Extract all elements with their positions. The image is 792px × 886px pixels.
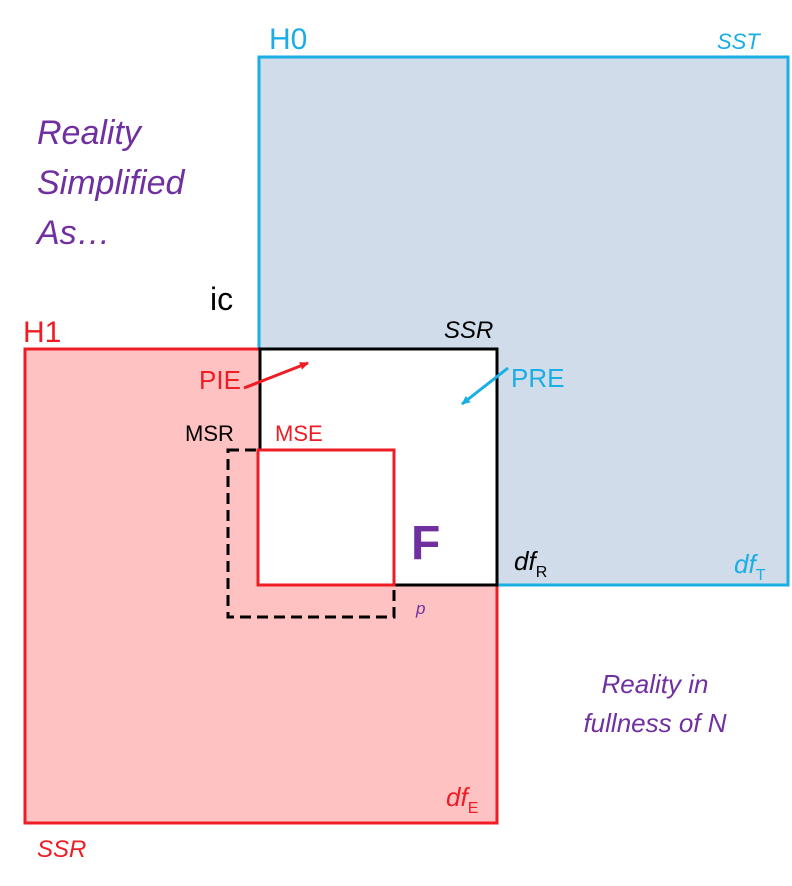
ssr-inner-label: SSR bbox=[444, 317, 493, 344]
p-label: p bbox=[415, 599, 425, 618]
pre-label: PRE bbox=[511, 363, 564, 393]
df-e-sub: E bbox=[468, 800, 479, 817]
h0-label: H0 bbox=[269, 23, 307, 56]
reality-simplified-line-3: As… bbox=[35, 214, 111, 252]
reality-fullness-line-1: Reality in bbox=[602, 669, 709, 699]
reality-simplified-line-1: Reality bbox=[37, 114, 143, 152]
ic-label: ic bbox=[210, 281, 233, 317]
df-r-label: dfR bbox=[514, 546, 547, 581]
msr-dashed-box bbox=[226, 448, 396, 619]
df-e-main: df bbox=[446, 782, 470, 812]
sst-label: SST bbox=[717, 29, 761, 54]
pie-label: PIE bbox=[199, 365, 241, 395]
df-t-main: df bbox=[734, 549, 758, 579]
df-e-label: dfE bbox=[446, 782, 478, 817]
df-r-sub: R bbox=[536, 564, 548, 581]
pre-arrow bbox=[461, 366, 509, 406]
msr-label: MSR bbox=[185, 421, 234, 446]
ssr-bottom-label: SSR bbox=[37, 836, 86, 863]
pie-arrow bbox=[243, 361, 309, 390]
df-t-label: dfT bbox=[734, 549, 766, 584]
reality-simplified-line-2: Simplified bbox=[37, 164, 185, 202]
df-r-main: df bbox=[514, 546, 538, 576]
df-t-sub: T bbox=[756, 567, 766, 584]
reality-fullness-line-2: fullness of N bbox=[583, 708, 726, 738]
h1-label: H1 bbox=[23, 316, 61, 349]
mse-box bbox=[256, 448, 396, 587]
mse-label: MSE bbox=[275, 421, 323, 446]
f-label: F bbox=[411, 517, 440, 570]
